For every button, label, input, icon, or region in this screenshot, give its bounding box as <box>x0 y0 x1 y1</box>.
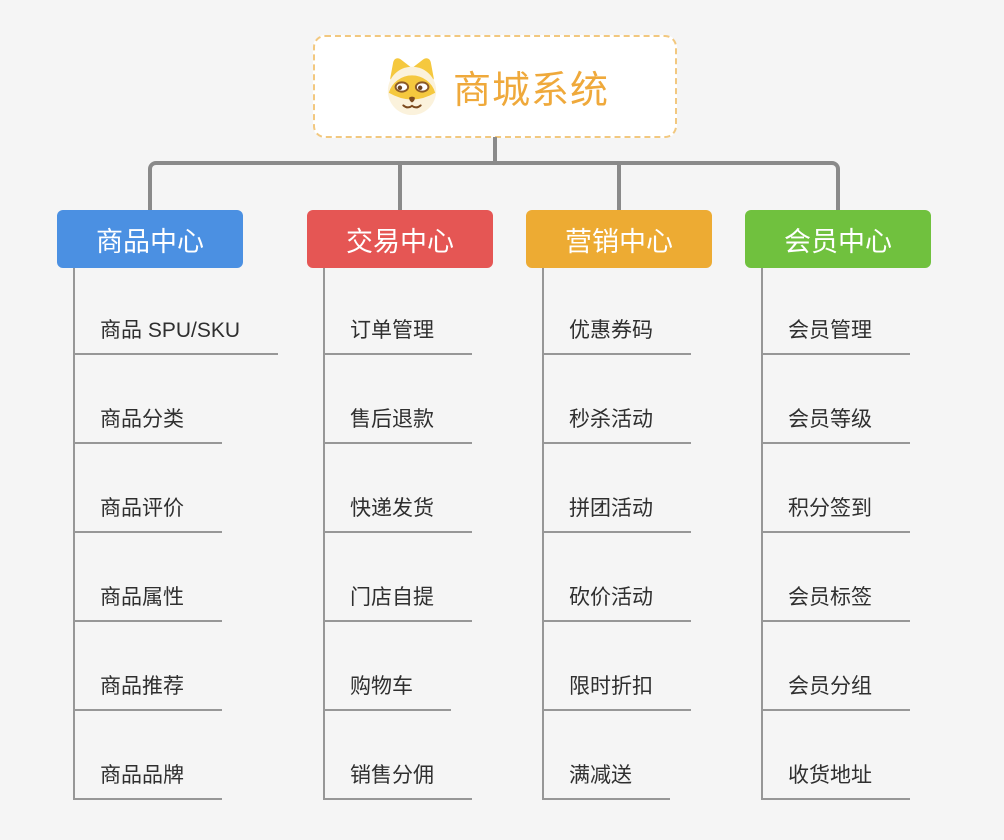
leaf-node[interactable]: 销售分佣 <box>323 762 472 800</box>
leaf-node[interactable]: 优惠券码 <box>542 317 691 355</box>
branch-node-product-center[interactable]: 商品中心 <box>57 210 243 268</box>
leaf-node[interactable]: 限时折扣 <box>542 673 691 711</box>
leaf-node[interactable]: 会员分组 <box>761 673 910 711</box>
branch-node-trade-center[interactable]: 交易中心 <box>307 210 493 268</box>
leaf-node[interactable]: 会员管理 <box>761 317 910 355</box>
leaf-node[interactable]: 砍价活动 <box>542 584 691 622</box>
leaf-node[interactable]: 商品属性 <box>73 584 222 622</box>
leaf-node[interactable]: 商品评价 <box>73 495 222 533</box>
root-title: 商城系统 <box>452 70 609 112</box>
leaf-node[interactable]: 商品推荐 <box>73 673 222 711</box>
leaf-node[interactable]: 会员标签 <box>761 584 910 622</box>
leaf-node[interactable]: 商品分类 <box>73 406 222 444</box>
leaf-node[interactable]: 售后退款 <box>323 406 472 444</box>
connector-drop <box>398 163 402 210</box>
leaf-node[interactable]: 商品品牌 <box>73 762 222 800</box>
branch-trunk-line <box>542 268 544 800</box>
leaf-node[interactable]: 购物车 <box>323 673 451 711</box>
branch-trunk-line <box>761 268 763 800</box>
leaf-node[interactable]: 商品 SPU/SKU <box>73 317 279 355</box>
connector-drop <box>617 163 621 210</box>
branch-node-member-center[interactable]: 会员中心 <box>745 210 931 268</box>
branch-node-marketing-center[interactable]: 营销中心 <box>526 210 712 268</box>
leaf-node[interactable]: 会员等级 <box>761 406 910 444</box>
leaf-node[interactable]: 满减送 <box>542 762 670 800</box>
leaf-node[interactable]: 拼团活动 <box>542 495 691 533</box>
branch-trunk-line <box>323 268 325 800</box>
leaf-node[interactable]: 门店自提 <box>323 584 472 622</box>
branch-trunk-line <box>73 268 75 800</box>
leaf-node[interactable]: 收货地址 <box>761 762 910 800</box>
leaf-node[interactable]: 秒杀活动 <box>542 406 691 444</box>
dog-face-icon <box>381 57 443 116</box>
root-node[interactable]: 商城系统 <box>313 35 677 138</box>
connector-root-stub <box>493 137 497 163</box>
leaf-node[interactable]: 订单管理 <box>323 317 472 355</box>
leaf-node[interactable]: 快递发货 <box>323 495 472 533</box>
leaf-node[interactable]: 积分签到 <box>761 495 910 533</box>
connector-frame <box>148 161 840 210</box>
